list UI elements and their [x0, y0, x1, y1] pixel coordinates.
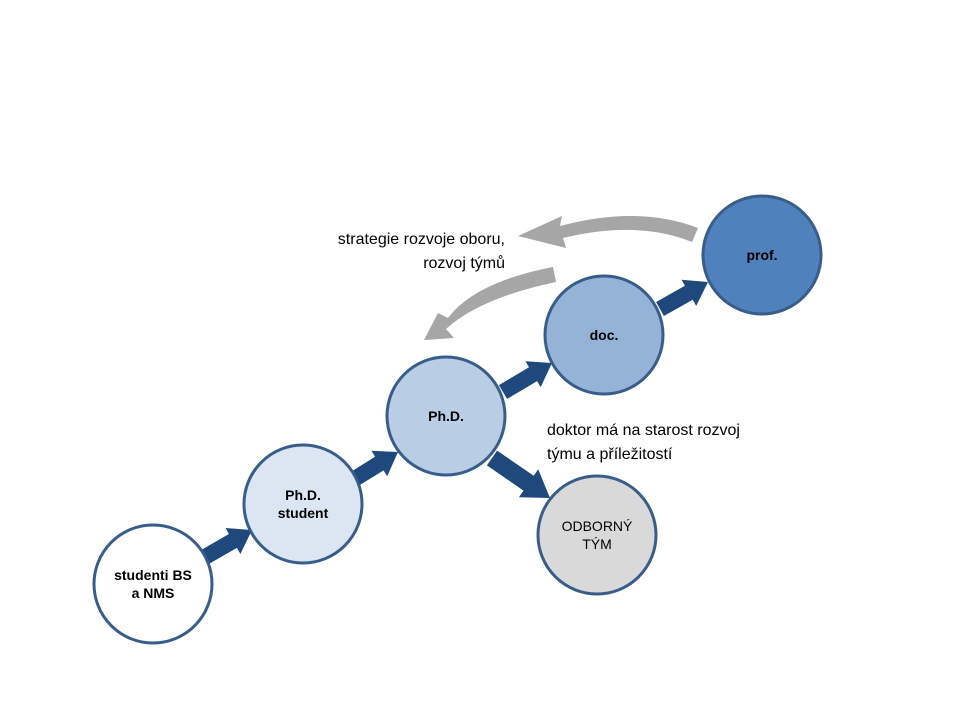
node-prof-circle: [701, 194, 823, 316]
annotation-strategy-line1: strategie rozvoje oboru,: [337, 231, 505, 248]
arrow-phd-to-odborny-tym: [486, 450, 550, 498]
arrow-phd-to-doc: [498, 361, 552, 399]
node-odborny-tym: ODBORNÝ TÝM: [536, 474, 658, 596]
node-phd-student-label-1: student: [278, 505, 329, 521]
node-studenti: studenti BS a NMS: [92, 523, 214, 645]
arrow-phd-student-to-phd: [351, 450, 398, 485]
arrow-studenti-to-phd-student: [201, 528, 252, 564]
node-phd-student-circle: [242, 443, 364, 565]
node-odborny-tym-label-0: ODBORNÝ: [562, 518, 633, 534]
node-prof: prof.: [701, 194, 823, 316]
node-odborny-tym-circle: [536, 474, 658, 596]
node-doc: doc.: [543, 274, 665, 396]
curved-arrow-strategy-to-phd: [424, 267, 556, 340]
node-phd-student: Ph.D. student: [242, 443, 364, 565]
node-studenti-label-0: studenti BS: [114, 567, 192, 583]
node-phd-student-label-0: Ph.D.: [285, 487, 321, 503]
node-phd: Ph.D.: [385, 355, 507, 477]
arrows-layer: [201, 215, 708, 564]
arrow-doc-to-prof: [656, 279, 708, 316]
annotation-strategy-line2: rozvoj týmů: [423, 255, 505, 272]
node-doc-label-0: doc.: [590, 327, 619, 343]
node-studenti-circle: [92, 523, 214, 645]
node-prof-label-0: prof.: [746, 247, 777, 263]
annotation-doctor-line1: doktor má na starost rozvoj: [547, 422, 740, 439]
annotation-strategy: strategie rozvoje oboru, rozvoj týmů: [338, 228, 505, 276]
node-odborny-tym-label-1: TÝM: [582, 536, 612, 552]
annotation-doctor: doktor má na starost rozvoj týmu a příle…: [547, 419, 740, 467]
curved-arrow-prof-to-strategy: [518, 215, 698, 248]
node-phd-circle: [385, 355, 507, 477]
node-phd-label-0: Ph.D.: [428, 408, 464, 424]
node-doc-circle: [543, 274, 665, 396]
nodes-layer: studenti BS a NMS Ph.D. student Ph.D. doc. pro…: [92, 194, 823, 645]
node-studenti-label-1: a NMS: [132, 585, 175, 601]
annotation-doctor-line2: týmu a příležitostí: [547, 446, 673, 463]
